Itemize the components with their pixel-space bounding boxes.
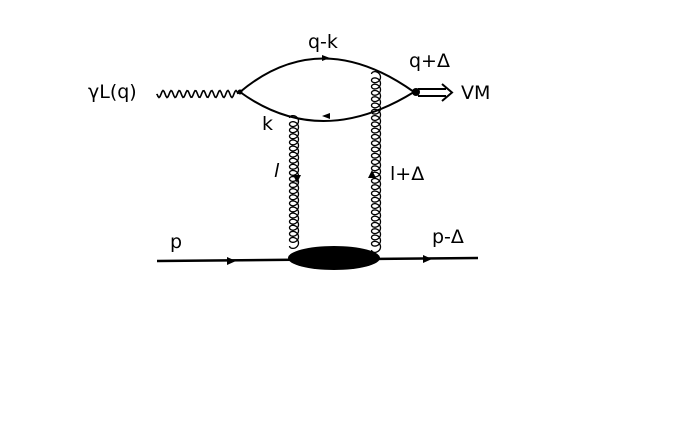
vector-meson-arrow xyxy=(418,83,454,102)
label-quark-bottom: k xyxy=(262,113,274,135)
photon-wavy-line xyxy=(156,89,239,99)
gluon-left xyxy=(288,114,300,250)
label-proton-out: p-Δ xyxy=(432,226,464,248)
label-gluon-left: l xyxy=(274,160,280,182)
label-meson: VM xyxy=(461,82,491,104)
arrow-upper xyxy=(322,55,330,61)
arrow-proton-out xyxy=(423,255,432,263)
arrow-proton-in xyxy=(227,257,236,265)
quark-upper-line xyxy=(239,57,415,93)
label-gluon-right: l+Δ xyxy=(390,163,425,185)
proton-blob xyxy=(288,246,380,270)
label-meson-momentum: q+Δ xyxy=(409,50,450,72)
label-quark-top: q-k xyxy=(308,31,338,53)
arrow-lower xyxy=(322,113,330,119)
vertex-left xyxy=(237,89,243,95)
label-proton-in: p xyxy=(170,231,183,253)
label-photon: γL(q) xyxy=(88,81,137,103)
arrow-gluon-right xyxy=(368,170,376,178)
quark-lower-line xyxy=(239,91,415,122)
gluon-right xyxy=(370,70,382,254)
arrow-gluon-left xyxy=(293,175,301,183)
